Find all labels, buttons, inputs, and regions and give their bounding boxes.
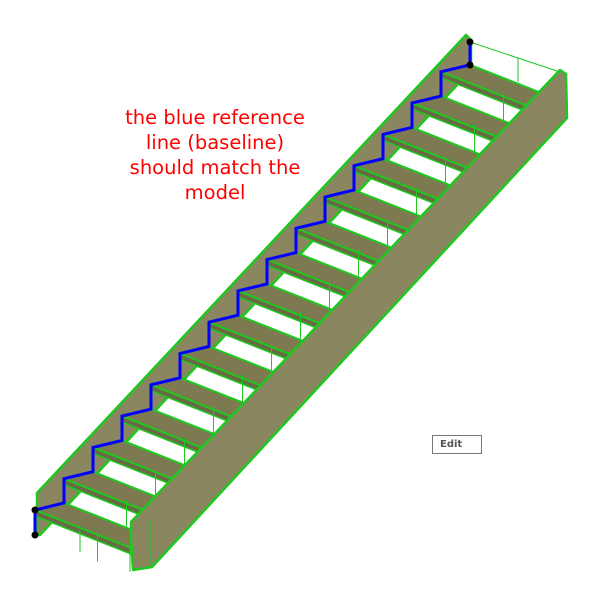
annotation-line: model <box>184 181 246 204</box>
annotation-line: line (baseline) <box>145 131 285 154</box>
baseline-node-handle[interactable] <box>466 61 474 69</box>
annotation-line: the blue reference <box>125 106 305 129</box>
right-stringer <box>129 68 569 572</box>
annotation-line: should match the <box>129 156 301 179</box>
edit-button[interactable]: Edit <box>432 435 482 454</box>
guide-line <box>469 41 561 73</box>
baseline-node-handle[interactable] <box>31 506 39 514</box>
baseline-node-handle[interactable] <box>31 531 39 539</box>
annotation-text: the blue reference line (baseline) shoul… <box>95 105 335 205</box>
baseline-reference-line <box>33 42 472 535</box>
baseline-node-handle[interactable] <box>466 38 474 46</box>
